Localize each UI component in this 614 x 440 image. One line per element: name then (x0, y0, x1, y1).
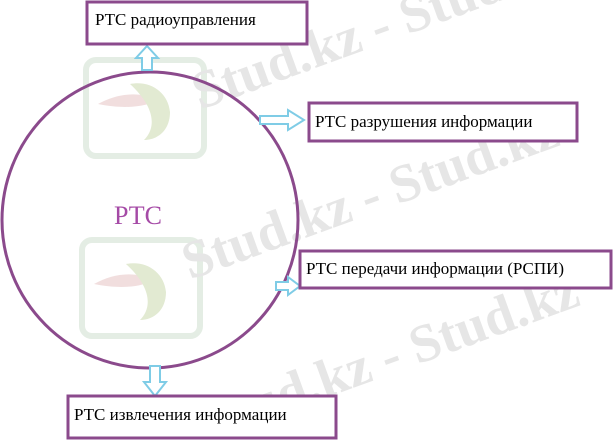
node-info-extraction-label: РТС извлечения информации (74, 405, 287, 424)
node-radio-control: РТС радиоуправления (85, 0, 309, 46)
arrow-down (141, 365, 169, 398)
node-info-extraction-box (66, 394, 338, 440)
arrow-right-upper (259, 108, 306, 132)
arrow-right-lower (275, 275, 302, 297)
node-info-transmission-box (298, 249, 613, 290)
node-info-destruction-box (307, 101, 579, 143)
node-info-transmission-label: РТС передачи информации (РСПИ) (306, 259, 564, 278)
node-info-transmission: РТС передачи информации (РСПИ) (298, 249, 613, 290)
node-radio-control-label: РТС радиоуправления (95, 10, 256, 29)
node-radio-control-box (85, 0, 309, 46)
rts-circle-label: РТС (114, 201, 162, 230)
watermark-logo-bottom (79, 237, 203, 339)
node-info-extraction: РТС извлечения информации (66, 394, 338, 440)
arrow-up (133, 44, 161, 71)
node-info-destruction-label: РТС разрушения информации (315, 112, 533, 131)
node-info-destruction: РТС разрушения информации (307, 101, 579, 143)
